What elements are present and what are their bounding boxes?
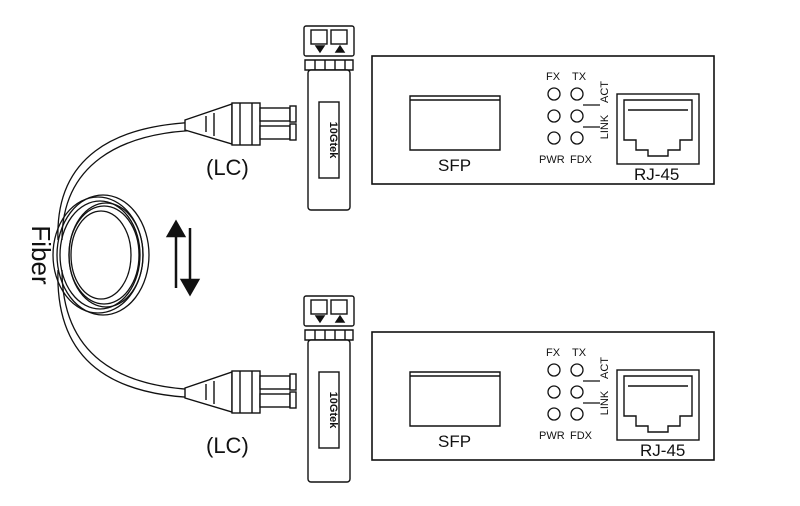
rj45-port-icon — [616, 369, 700, 441]
sfp-slot — [409, 371, 501, 427]
led-icon — [547, 87, 561, 101]
sfp-slot — [409, 95, 501, 151]
connector-label: (LC) — [206, 433, 249, 458]
led-label-fx: FX — [546, 71, 561, 83]
led-label-pwr: PWR — [539, 154, 565, 166]
fiber-coil-icon — [52, 121, 211, 399]
led-label-link: LINK — [599, 114, 611, 139]
module-brand: 10Gtek — [327, 392, 339, 430]
led-group — [547, 363, 600, 421]
sfp-module-icon — [303, 25, 355, 211]
media-converter: SFP FX TX ACT LINK PWR FDX — [371, 55, 715, 185]
led-label-fx: FX — [546, 347, 561, 359]
led-label-act: ACT — [599, 81, 611, 103]
led-label-fdx: FDX — [570, 154, 593, 166]
lc-connector-icon — [184, 102, 297, 146]
sfp-slot-label: SFP — [438, 156, 471, 175]
led-icon — [570, 407, 584, 421]
led-label-fdx: FDX — [570, 430, 593, 442]
led-icon — [570, 87, 584, 101]
link-2: (LC) 10Gtek SFP — [184, 295, 715, 483]
fiber-cable-bottom — [57, 269, 211, 399]
led-label-link: LINK — [599, 390, 611, 415]
led-label-tx: TX — [572, 347, 587, 359]
led-icon — [547, 407, 561, 421]
lc-connector-icon — [184, 370, 297, 414]
led-icon — [570, 131, 584, 145]
rj45-label: RJ-45 — [634, 165, 679, 184]
led-icon — [547, 385, 561, 399]
fiber-cable-top — [57, 121, 211, 241]
led-icon — [547, 109, 561, 123]
media-converter: SFP FX TX ACT LINK PWR FDX RJ — [371, 331, 715, 461]
led-group — [547, 87, 600, 145]
bidirectional-arrows-icon — [165, 219, 201, 297]
led-icon — [547, 131, 561, 145]
sfp-slot-label: SFP — [438, 432, 471, 451]
led-icon — [570, 385, 584, 399]
led-icon — [570, 109, 584, 123]
sfp-module-icon — [303, 295, 355, 483]
led-label-act: ACT — [599, 357, 611, 379]
led-label-tx: TX — [572, 71, 587, 83]
module-brand: 10Gtek — [327, 122, 339, 160]
connector-label: (LC) — [206, 155, 249, 180]
link-1: (LC) 10Gtek SFP — [184, 25, 715, 211]
fiber-label: Fiber — [26, 225, 56, 285]
led-icon — [570, 363, 584, 377]
rj45-port-icon — [616, 93, 700, 165]
led-label-pwr: PWR — [539, 430, 565, 442]
rj45-label: RJ-45 — [640, 441, 685, 460]
led-icon — [547, 363, 561, 377]
